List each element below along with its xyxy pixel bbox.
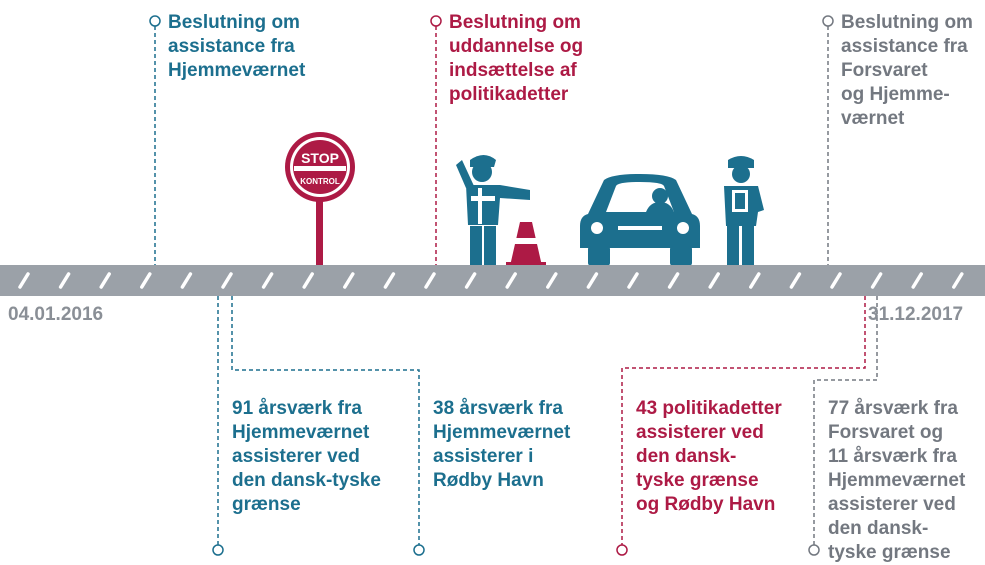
bottom-event-2: 38 årsværk fra Hjemmeværnet assisterer i… — [433, 398, 571, 491]
road-dash — [870, 272, 883, 289]
connector-bottom-3 — [621, 296, 866, 545]
stop-sign-icon: STOP KONTROL — [285, 132, 355, 267]
marker-bottom-3 — [616, 544, 628, 556]
road-dash — [464, 272, 477, 289]
road-dash — [180, 272, 193, 289]
marker-bottom-1 — [212, 544, 224, 556]
road-dash — [789, 272, 802, 289]
connector-bottom-4 — [813, 296, 878, 545]
marker-top-3 — [822, 15, 834, 27]
stop-sign-text: STOP — [301, 150, 339, 166]
inspector-icon — [724, 156, 764, 266]
bottom-event-1: 91 årsværk fra Hjemmeværnet assisterer v… — [232, 398, 381, 515]
bottom-event-4: 77 årsværk fra Forsvaret og 11 årsværk f… — [828, 398, 966, 563]
end-date: 31.12.2017 — [868, 304, 964, 325]
road-dash — [140, 272, 152, 289]
stop-sign-subtext: KONTROL — [300, 177, 340, 186]
road-dash — [261, 272, 274, 289]
road-dash — [343, 272, 355, 289]
marker-bottom-2 — [413, 544, 425, 556]
road-dash — [830, 272, 842, 289]
road-dash — [18, 272, 30, 289]
bottom-event-3: 43 politikadetter assisterer ved den dan… — [636, 398, 782, 515]
start-date: 04.01.2016 — [8, 304, 104, 325]
road-dash — [749, 272, 761, 289]
road-dash — [302, 272, 314, 289]
connector-bottom-2 — [231, 296, 420, 545]
road-dash — [911, 272, 923, 289]
road-dash — [58, 272, 71, 289]
road-dash — [383, 272, 396, 289]
marker-top-2 — [430, 15, 442, 27]
road-timeline — [0, 265, 985, 296]
top-event-3: Beslutning om assistance fra Forsvaret o… — [841, 12, 973, 129]
top-event-1: Beslutning om assistance fra Hjemmeværne… — [168, 12, 306, 81]
road-dash — [952, 272, 964, 289]
traffic-officer-icon — [456, 155, 530, 266]
marker-bottom-4 — [808, 544, 820, 556]
top-event-2: Beslutning om uddannelse og indsættelse … — [449, 12, 584, 105]
road-dash — [586, 272, 599, 289]
road-dash — [627, 272, 639, 289]
road-dash — [99, 272, 111, 289]
road-dash — [708, 272, 720, 289]
road-dash — [505, 272, 517, 289]
marker-top-1 — [149, 15, 161, 27]
road-dash — [424, 272, 436, 289]
road-dash — [221, 272, 233, 289]
car-icon — [580, 174, 700, 266]
road-dash — [546, 272, 558, 289]
traffic-cone-icon — [506, 222, 546, 267]
road-dash — [667, 272, 680, 289]
